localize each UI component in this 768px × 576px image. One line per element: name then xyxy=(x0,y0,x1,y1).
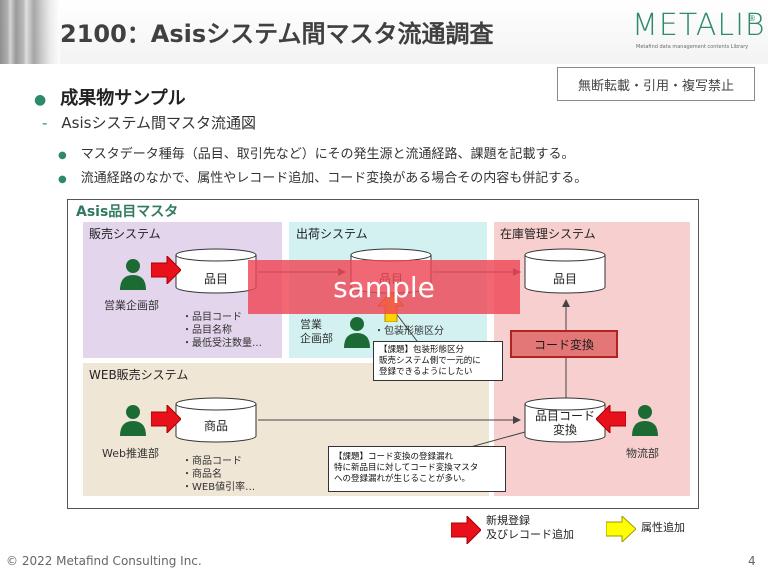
red-new-record-arrow-icon xyxy=(151,405,181,433)
callout-line: 販売システム側で一元的に xyxy=(379,356,481,366)
datastore-code-conversion-label: 品目コード変換 xyxy=(524,409,606,437)
attr-list-shipping: ・包装形態区分 xyxy=(374,325,444,338)
diagram-title: Asis品目マスタ xyxy=(76,204,179,220)
footer-copyright: © 2022 Metafind Consulting Inc. xyxy=(6,554,202,568)
callout-line: への登録漏れが生じることが多い。 xyxy=(334,474,471,484)
legend-line: 及びレコード追加 xyxy=(486,528,574,541)
logo-registered-mark: ® xyxy=(748,14,756,23)
legend-yellow-arrow-icon xyxy=(606,516,636,542)
bullet-level3-text: マスタデータ種毎（品目、取引先など）にその発生源と流通経路、課題を記載する。 xyxy=(80,147,575,162)
code-conv-label-line1: 品目コード xyxy=(534,409,595,423)
issue-callout-code-conversion: 【課題】コード変換の登録漏れ 特に新品目に対してコード変換マスタ への登録漏れが… xyxy=(328,446,506,492)
zone-shipping-label: 出荷システム xyxy=(296,227,368,241)
code-conv-label-line2: 変換 xyxy=(552,423,577,437)
datastore-code-conversion-icon xyxy=(524,397,606,443)
legend-red-arrow-icon xyxy=(451,516,481,544)
bullet-level3-text: 流通経路のなかで、属性やレコード追加、コード変換がある場合その内容も併記する。 xyxy=(80,171,588,186)
attr-item: ・WEB値引率… xyxy=(182,482,256,493)
attr-item: ・包装形態区分 xyxy=(374,326,444,337)
legend-line: 新規登録 xyxy=(486,514,530,527)
attr-list-sales: ・品目コード ・品目名称 ・最低受注数量… xyxy=(182,311,262,350)
bullet-dot-icon: ● xyxy=(58,174,67,185)
bullet-level1-text: 成果物サンプル xyxy=(60,88,186,109)
datastore-inventory-item-icon xyxy=(524,248,606,294)
dash-icon: - xyxy=(42,114,48,132)
metalib-logo: METALIB xyxy=(632,8,766,43)
zone-inventory-label: 在庫管理システム xyxy=(500,227,596,241)
bookshelf-image xyxy=(0,0,60,64)
dept-shipping-line2: 企画部 xyxy=(300,332,333,345)
legend-new-record: 新規登録 及びレコード追加 xyxy=(486,514,574,542)
logo-subtitle: Metafind data management contents Librar… xyxy=(636,44,749,50)
dept-shipping-planning: 営業企画部 xyxy=(300,318,333,346)
datastore-web-product-icon xyxy=(175,397,257,443)
callout-line: 【課題】コード変換の登録漏れ xyxy=(334,452,454,462)
bullet-level2-text: Asisシステム間マスタ流通図 xyxy=(61,114,257,132)
sample-watermark: sample xyxy=(248,260,520,314)
zone-sales-label: 販売システム xyxy=(89,227,161,241)
attr-item: ・最低受注数量… xyxy=(182,338,262,349)
dept-shipping-line1: 営業 xyxy=(300,318,322,331)
dept-sales-planning: 営業企画部 xyxy=(104,299,159,312)
bullet-level3-b: ● 流通経路のなかで、属性やレコード追加、コード変換がある場合その内容も併記する。 xyxy=(58,167,587,186)
code-conversion-box: コード変換 xyxy=(510,330,618,358)
attr-item: ・品目コード xyxy=(182,312,242,323)
callout-line: 特に新品目に対してコード変換マスタ xyxy=(334,463,479,473)
person-web-promo-icon xyxy=(120,405,146,436)
callout-line: 登録できるようにしたい xyxy=(379,367,473,377)
bullet-level1: ● 成果物サンプル xyxy=(34,84,186,110)
person-shipping-planning-icon xyxy=(344,317,370,348)
bullet-dot-icon: ● xyxy=(58,150,67,161)
person-logistics-icon xyxy=(632,405,658,436)
bullet-level2: -Asisシステム間マスタ流通図 xyxy=(42,112,256,133)
red-new-record-arrow-left-icon xyxy=(596,405,626,433)
datastore-web-product-label: 商品 xyxy=(203,419,228,433)
red-new-record-arrow-icon xyxy=(151,256,181,284)
bullet-level3-a: ● マスタデータ種毎（品目、取引先など）にその発生源と流通経路、課題を記載する。 xyxy=(58,143,574,162)
legend-attribute-add: 属性追加 xyxy=(641,521,685,534)
attr-item: ・品目名称 xyxy=(182,325,232,336)
header-bar xyxy=(0,0,768,64)
datastore-inventory-item-label: 品目 xyxy=(552,272,577,286)
attr-item: ・商品名 xyxy=(182,469,222,480)
issue-callout-packaging: 【課題】包装形態区分 販売システム側で一元的に 登録できるようにしたい xyxy=(373,341,503,381)
dept-web-promo: Web推進部 xyxy=(102,447,159,460)
person-sales-planning-icon xyxy=(120,259,146,290)
attr-item: ・商品コード xyxy=(182,456,242,467)
zone-web-label: WEB販売システム xyxy=(89,368,189,382)
page-number: 4 xyxy=(748,554,756,568)
datastore-sales-item-icon xyxy=(175,248,257,294)
dept-logistics: 物流部 xyxy=(626,447,659,460)
attr-list-web: ・商品コード ・商品名 ・WEB値引率… xyxy=(182,455,255,494)
datastore-sales-item-label: 品目 xyxy=(203,272,228,286)
copyright-notice-box: 無断転載・引用・複写禁止 xyxy=(557,67,755,101)
callout-line: 【課題】包装形態区分 xyxy=(379,345,465,355)
page-title: 2100：Asisシステム間マスタ流通調査 xyxy=(60,20,494,48)
bullet-dot-icon: ● xyxy=(34,92,47,108)
